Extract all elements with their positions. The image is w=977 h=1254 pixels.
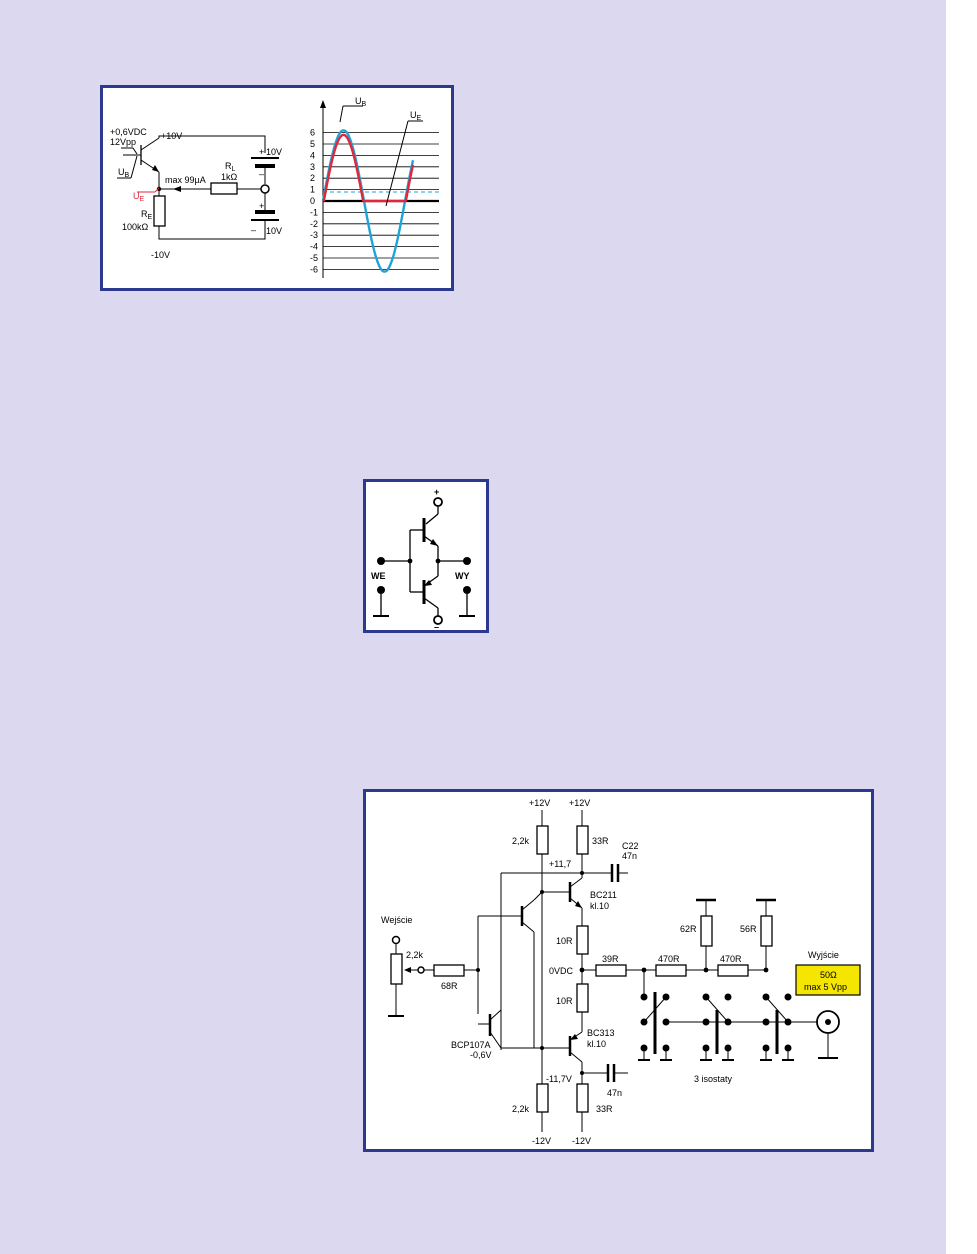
graph-ub-label: UB — [355, 96, 367, 108]
rl-label: RL — [225, 161, 236, 173]
switch-caption: 3 isostaty — [694, 1074, 733, 1084]
transistor-bc211-label: BC211 — [590, 890, 617, 900]
battery2-minus: – — [251, 225, 256, 235]
vee-label: -10V — [151, 250, 170, 260]
supply-minus-label: – — [434, 622, 439, 630]
output-amplifier-schematic: +12V +12V 2,2k 33R C22 47n +11,7 BC211 k… — [381, 798, 861, 1146]
input-ac-label: 12Vpp — [110, 137, 136, 147]
graph-tick-label: -6 — [310, 264, 318, 274]
re-label: RE — [141, 209, 153, 221]
node-plus-11v7: +11,7 — [549, 859, 571, 869]
transistor-bc211-class: kl.10 — [590, 901, 609, 911]
battery1-minus: – — [259, 169, 264, 179]
capacitor-bottom-value: 47n — [607, 1088, 622, 1098]
resistor-10r-top: 10R — [556, 936, 573, 946]
resistor-470r-1: 470R — [658, 954, 680, 964]
switch-contacts — [638, 970, 828, 1061]
emitter-follower-schematic: +0,6VDC 12Vpp +10V UB UE max 99µA RL 1kΩ… — [110, 96, 439, 278]
input-pot-value: 2,2k — [406, 950, 424, 960]
output-wy-label: WY — [455, 571, 470, 581]
capacitor-c22-label: C22 — [622, 841, 639, 851]
battery2-plus: + — [259, 201, 264, 211]
transistor-bcp107a-voltage: -0,6V — [470, 1050, 492, 1060]
supply-minus-left: -12V — [532, 1136, 551, 1146]
transistor-bc313-label: BC313 — [587, 1028, 615, 1038]
graph-tick-label: -1 — [310, 207, 318, 217]
graph-tick-label: 5 — [310, 139, 315, 149]
graph-tick-label: 3 — [310, 162, 315, 172]
transistor-bc313-class: kl.10 — [587, 1039, 606, 1049]
output-label: Wyjście — [808, 950, 839, 960]
input-we-label: WE — [371, 571, 386, 581]
ub-waveform — [321, 129, 415, 273]
ue-label: UE — [133, 191, 145, 203]
output-node-0vdc: 0VDC — [549, 966, 574, 976]
ue-waveform — [322, 133, 415, 203]
graph-tick-label: 0 — [310, 196, 315, 206]
resistor-10r-bottom: 10R — [556, 996, 573, 1006]
resistor-33r-top: 33R — [592, 836, 609, 846]
resistor-39r: 39R — [602, 954, 619, 964]
battery1-voltage: 10V — [266, 147, 282, 157]
rl-value: 1kΩ — [221, 172, 238, 182]
graph-tick-label: 2 — [310, 173, 315, 183]
graph-tick-label: -5 — [310, 253, 318, 263]
resistor-470r-2: 470R — [720, 954, 742, 964]
figure-output-amplifier: +12V +12V 2,2k 33R C22 47n +11,7 BC211 k… — [363, 789, 874, 1152]
output-max-voltage: max 5 Vpp — [804, 982, 847, 992]
graph-tick-label: -4 — [310, 242, 318, 252]
battery2-voltage: 10V — [266, 226, 282, 236]
current-label: max 99µA — [165, 175, 206, 185]
re-value: 100kΩ — [122, 222, 149, 232]
graph-tick-label: 4 — [310, 150, 315, 160]
graph-tick-label: -3 — [310, 230, 318, 240]
node-minus-11v7: -11,7V — [546, 1074, 572, 1084]
output-impedance: 50Ω — [820, 970, 837, 980]
input-dc-label: +0,6VDC — [110, 127, 147, 137]
resistor-62r: 62R — [680, 924, 697, 934]
input-label: Wejście — [381, 915, 412, 925]
resistor-2k2-top: 2,2k — [512, 836, 530, 846]
ub-label: UB — [118, 167, 130, 179]
figure-push-pull: + – WE WY — [363, 479, 489, 633]
resistor-2k2-bottom: 2,2k — [512, 1104, 530, 1114]
graph-tick-label: 6 — [310, 128, 315, 138]
resistor-33r-bottom: 33R — [596, 1104, 613, 1114]
graph-tick-label: 1 — [310, 185, 315, 195]
waveform-graph: 654 32 10-1 -2-3 -4-5-6 UB UE — [310, 96, 439, 278]
output-spec-box — [795, 964, 861, 996]
battery1-plus: + — [259, 147, 264, 157]
figure-emitter-follower: +0,6VDC 12Vpp +10V UB UE max 99µA RL 1kΩ… — [100, 85, 454, 291]
transistor-bcp107a-label: BCP107A — [451, 1040, 491, 1050]
graph-tick-label: -2 — [310, 219, 318, 229]
push-pull-schematic: + – WE WY — [371, 487, 475, 630]
supply-plus-label: + — [434, 487, 439, 497]
page-background: +0,6VDC 12Vpp +10V UB UE max 99µA RL 1kΩ… — [0, 0, 946, 1254]
resistor-68r: 68R — [441, 981, 458, 991]
supply-minus-right: -12V — [572, 1136, 591, 1146]
graph-ue-label: UE — [410, 110, 422, 122]
resistor-56r: 56R — [740, 924, 757, 934]
supply-plus-left: +12V — [529, 798, 550, 808]
capacitor-c22-value: 47n — [622, 851, 637, 861]
supply-plus-right: +12V — [569, 798, 590, 808]
vcc-label: +10V — [161, 131, 182, 141]
